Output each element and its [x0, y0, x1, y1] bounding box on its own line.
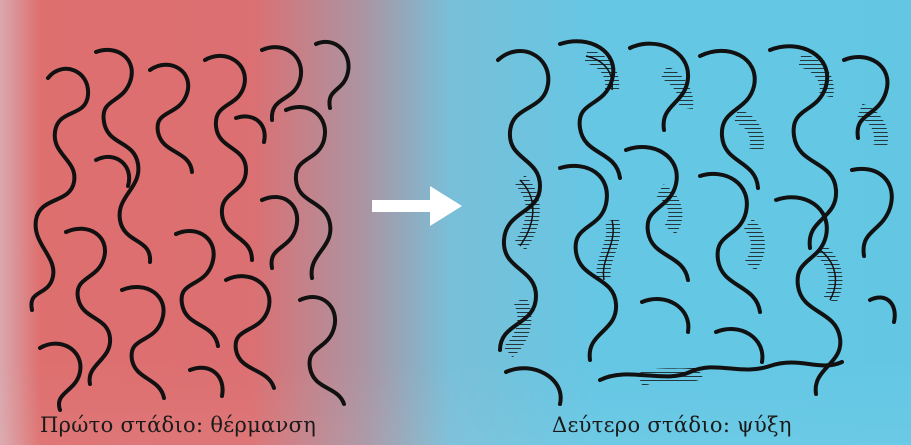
random-coil-chains	[31, 42, 348, 410]
cooling-stage-label: Δεύτερο στάδιο: ψύξη	[552, 413, 792, 437]
heating-stage-label: Πρώτο στάδιο: θέρμανση	[40, 413, 316, 437]
crystalline-network	[498, 41, 895, 404]
right-arrow-icon	[372, 186, 462, 226]
